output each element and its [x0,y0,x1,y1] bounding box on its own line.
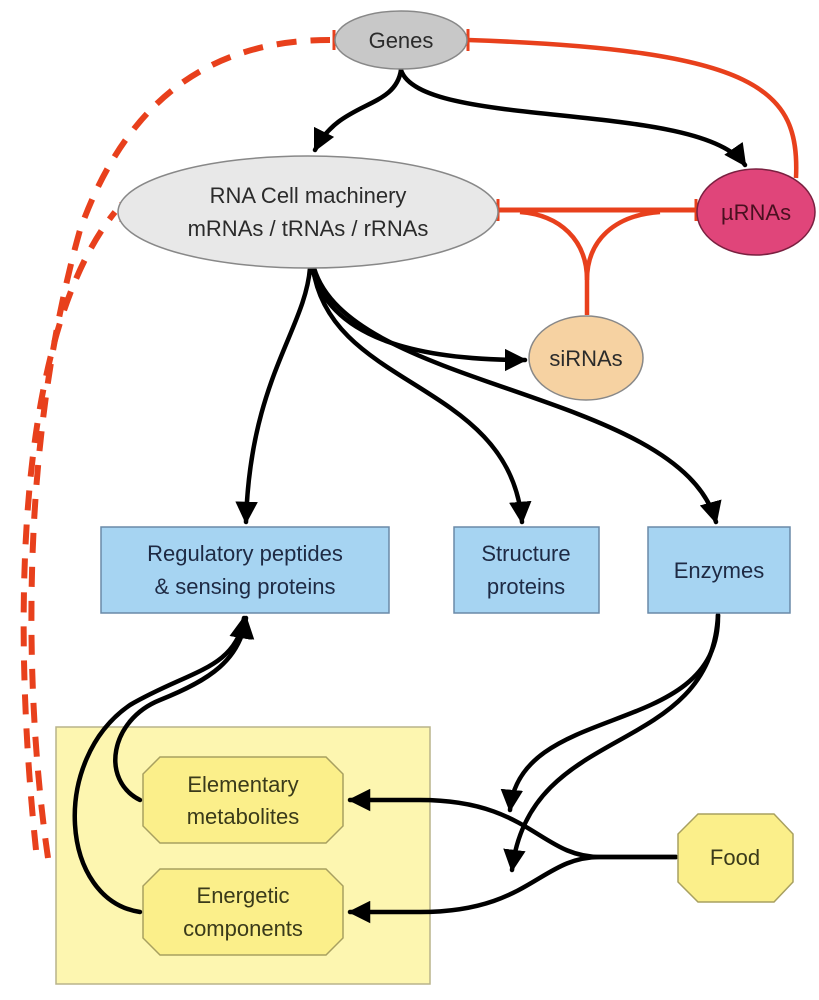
node-energetic-label-2: components [183,916,303,941]
edge-enzymes-catalysis-1 [500,612,721,813]
edge-food-to-energetic [347,854,679,924]
node-urnas-label: µRNAs [721,200,791,225]
edge-elementary-to-regulatory [113,615,255,803]
edge-sirnas-inhibits [519,209,590,315]
node-elementary-label-1: Elementary [187,772,298,797]
node-genes-label: Genes [369,28,434,53]
edge-metabolism-inhibits-rna [20,210,118,851]
node-regulatory-label-2: & sensing proteins [155,574,336,599]
node-energetic-components [142,868,344,956]
node-energetic-label-1: Energetic [197,883,290,908]
node-enzymes [647,526,791,614]
node-structure-proteins [453,526,600,614]
node-rna-label-1: RNA Cell machinery [210,183,407,208]
edge-urnas-inhibits-genes [467,37,799,179]
edge-rna-to-enzymes [311,265,722,525]
edge-genes-to-rna [312,67,404,153]
edge-genes-to-urnas [398,67,748,168]
node-urnas [696,168,816,256]
node-structure-label-2: proteins [487,574,565,599]
edge-metabolism-inhibits-genes [28,37,331,859]
node-structure-label-1: Structure [481,541,570,566]
node-sirnas [528,315,644,401]
edge-rna-to-structure [310,265,532,525]
edge-rna-to-regulatory [235,265,313,525]
node-regulatory-label-1: Regulatory peptides [147,541,343,566]
node-rna-machinery [117,155,499,269]
node-sirnas-label: siRNAs [549,346,622,371]
node-regulatory-peptides [100,526,390,614]
edge-enzymes-catalysis-2 [503,612,721,873]
node-genes [334,10,468,70]
node-food-label: Food [710,845,760,870]
node-rna-label-2: mRNAs / tRNAs / rRNAs [188,216,429,241]
node-elementary-metabolites [142,756,344,844]
edge-food-to-elementary [347,788,679,860]
edge-energetic-to-regulatory [72,615,252,915]
edge-sirnas-inhibits-urnas [584,209,661,281]
node-elementary-label-2: metabolites [187,804,300,829]
node-food [677,813,794,903]
node-enzymes-label: Enzymes [674,558,764,583]
